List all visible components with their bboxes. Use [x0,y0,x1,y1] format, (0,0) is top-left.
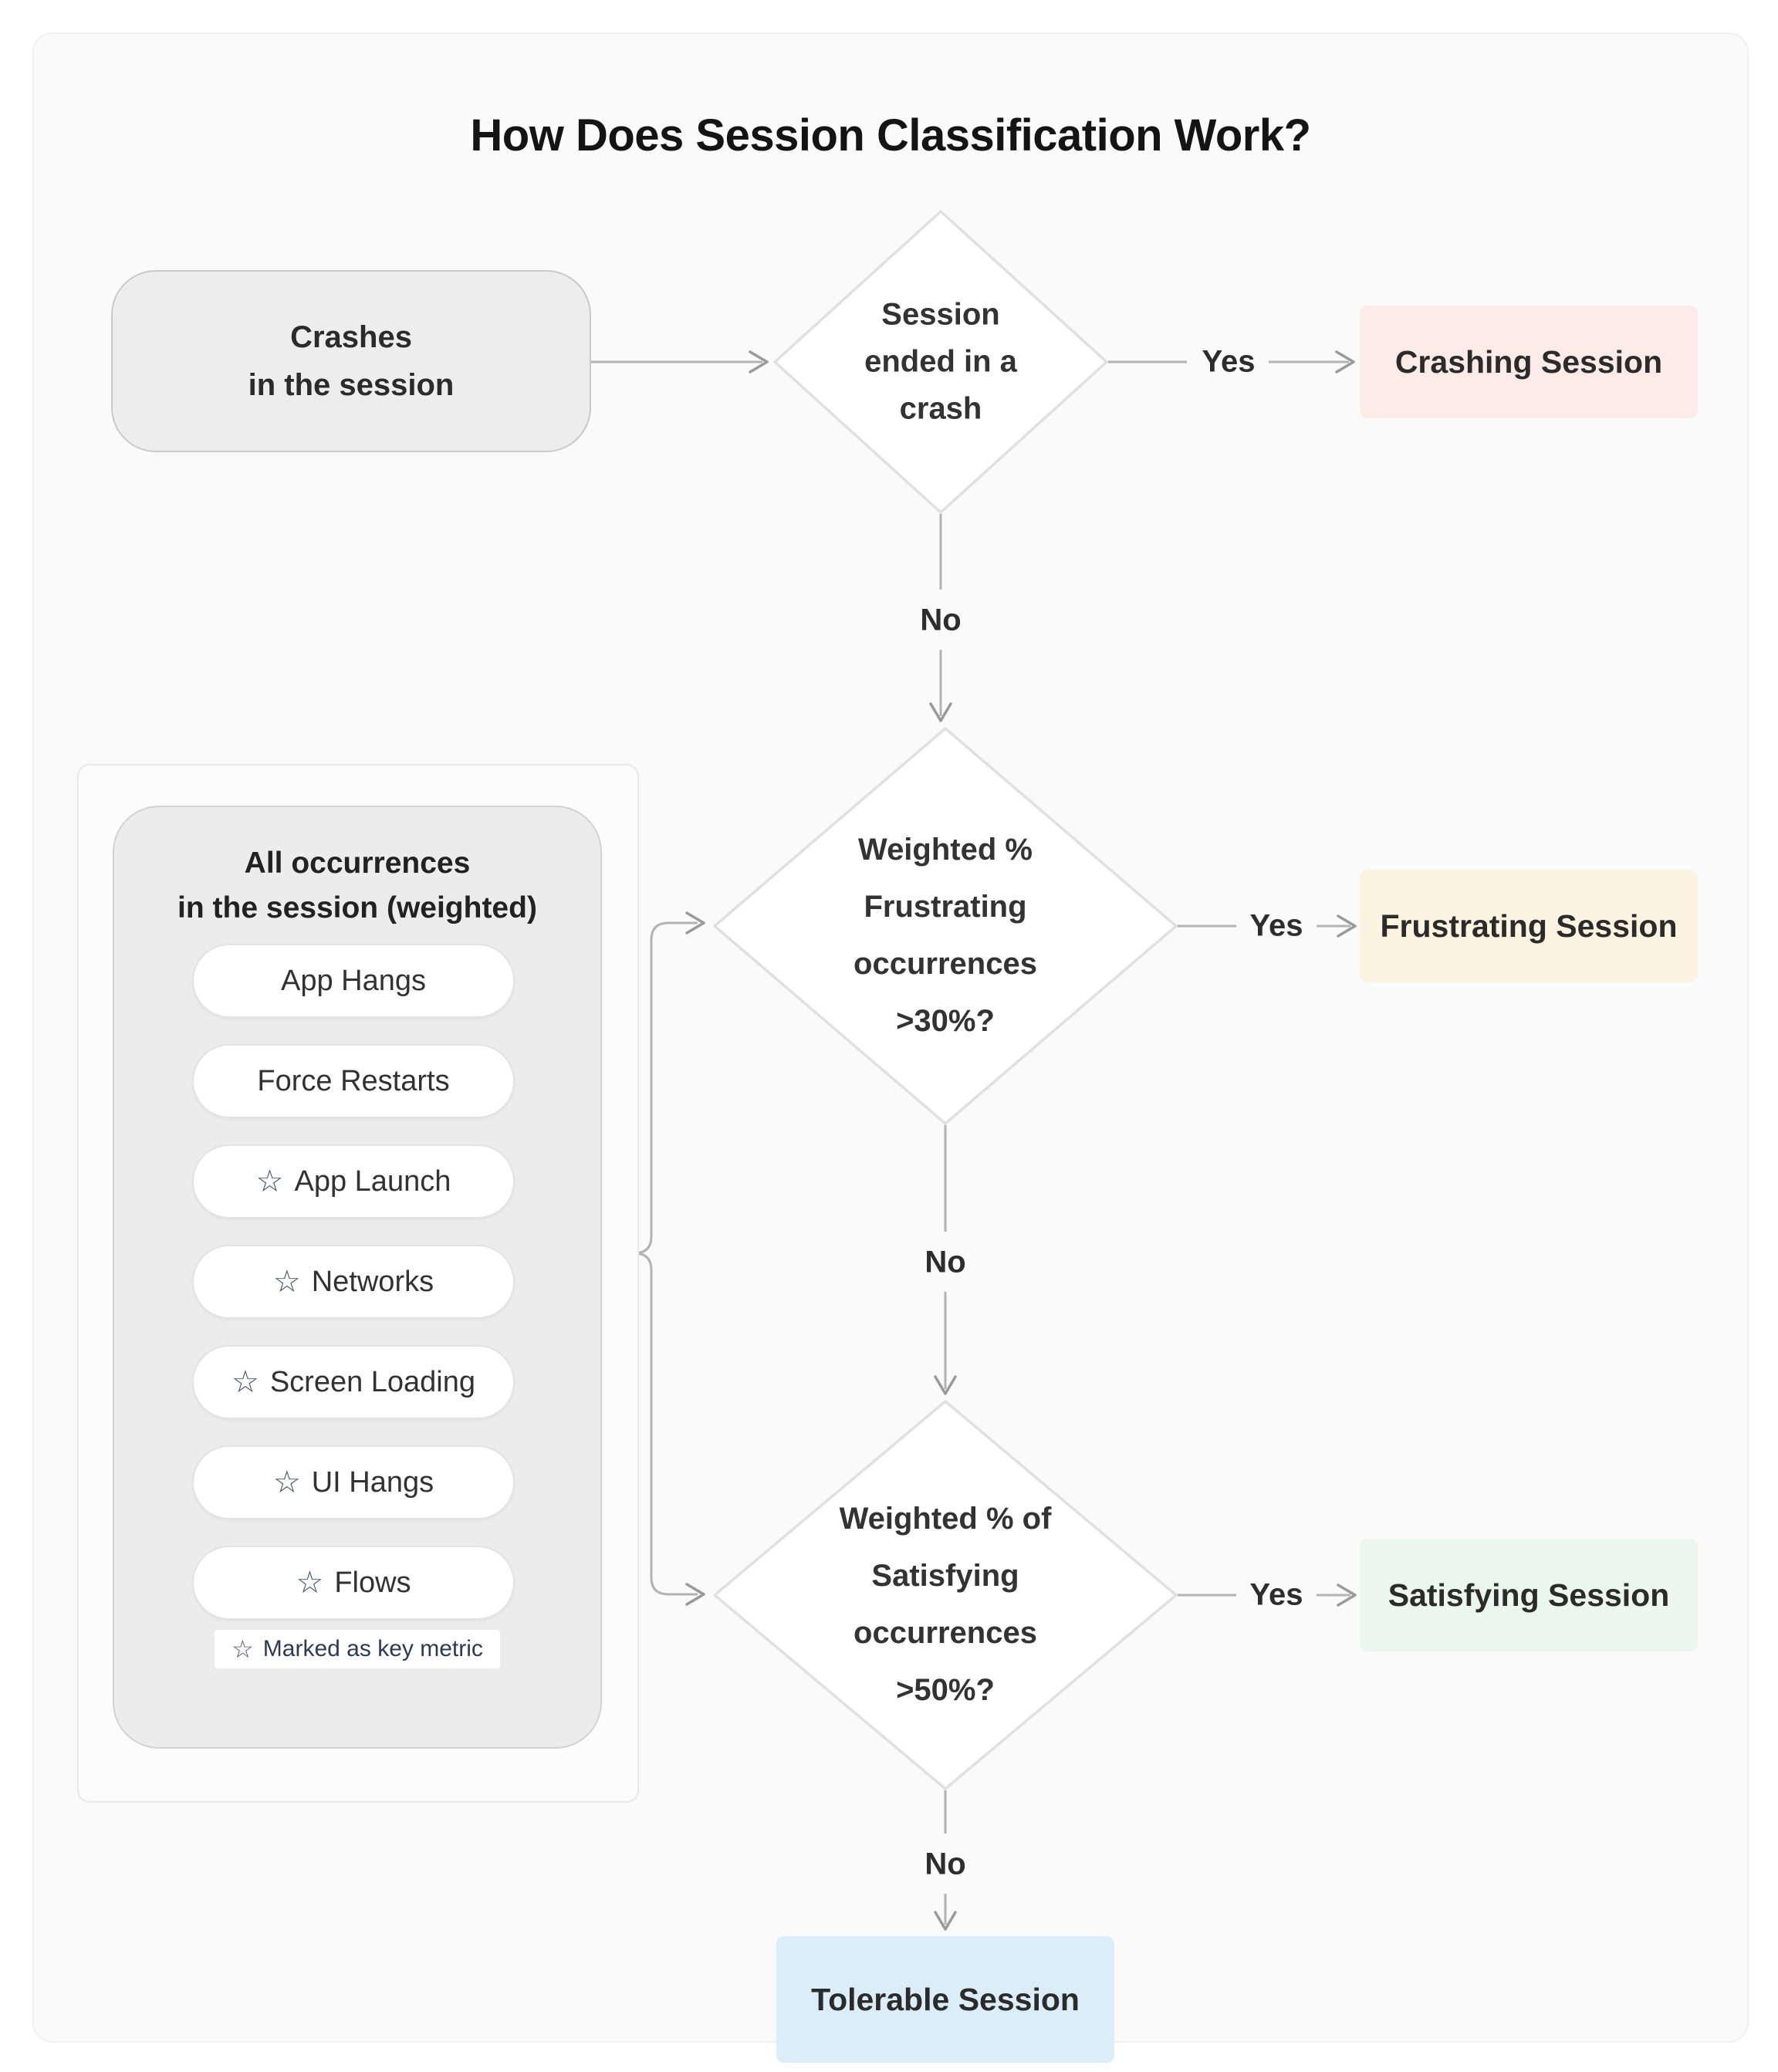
arrowhead-icon [749,350,769,374]
arrowhead-icon [1335,350,1355,374]
pill-app-launch-label: App Launch [294,1164,451,1198]
pill-app-hangs: App Hangs [192,944,515,1018]
arrowhead-icon [1337,914,1357,938]
occurrences-panel-header: All occurrences in the session (weighted… [114,841,600,931]
panel-header-line1: All occurrences [244,847,471,880]
page-title: How Does Session Classification Work? [470,110,1311,161]
node-frustrating-session: Frustrating Session [1360,870,1698,982]
label-yes-satisfying: Yes [1249,1577,1303,1612]
label-no-crash: No [920,603,962,637]
pill-networks: ☆ Networks [192,1245,515,1319]
key-metric-legend-label: Marked as key metric [262,1636,483,1661]
star-icon: ☆ [231,1365,259,1399]
pill-ui-hangs-label: UI Hangs [311,1465,434,1499]
connector-layer [590,210,1357,1931]
decision-frustrating-line1: Weighted % [858,833,1033,867]
occurrences-panel-inner: All occurrences in the session (weighted… [113,806,602,1749]
decision-frustrating-line2: Frustrating [864,890,1027,924]
label-yes-crash: Yes [1202,344,1256,379]
decision-crash-shape [773,210,1108,514]
arrowhead-icon [1337,1584,1357,1607]
pill-flows: ☆ Flows [192,1546,515,1620]
decision-crash-line1: Session [881,297,1000,332]
pill-force-restarts: Force Restarts [192,1044,515,1118]
decision-satisfying-text: Weighted % of Satisfying occurrences >50… [760,1490,1131,1719]
edge-panel-to-frustrating-decision [593,921,698,1255]
pill-app-hangs-label: App Hangs [280,964,426,997]
decision-crash-line3: crash [899,391,982,426]
pill-app-launch: ☆ App Launch [192,1144,515,1219]
decision-satisfying-line4: >50%? [896,1673,995,1707]
star-icon: ☆ [255,1164,284,1198]
decision-crash-text: Session ended in a crash [755,292,1126,433]
label-no-satisfying: No [924,1847,966,1881]
decision-satisfying-line1: Weighted % of [839,1502,1052,1536]
star-icon: ☆ [232,1635,254,1663]
node-crashing-session: Crashing Session [1360,306,1698,418]
node-crashes-line2: in the session [248,368,455,402]
star-icon: ☆ [296,1566,324,1600]
label-no-frustrating: No [924,1245,966,1279]
pill-networks-label: Networks [311,1265,434,1298]
node-crashes-line1: Crashes [290,320,412,354]
node-satisfying-session: Satisfying Session [1360,1539,1698,1651]
decision-frustrating-shape [713,727,1178,1125]
arrowhead-icon [685,1583,705,1606]
decision-satisfying-line3: occurrences [854,1616,1037,1650]
panel-header-line2: in the session (weighted) [177,891,537,924]
diagram-card: How Does Session Classification Work? [32,32,1749,2063]
star-icon: ☆ [272,1465,301,1499]
pill-force-restarts-label: Force Restarts [257,1064,450,1097]
decision-satisfying-line2: Satisfying [871,1559,1019,1593]
pill-flows-label: Flows [334,1566,411,1599]
pill-screen-loading-label: Screen Loading [269,1365,476,1398]
decision-satisfying-shape [713,1400,1178,1790]
decision-frustrating-text: Weighted % Frustrating occurrences >30%? [760,821,1131,1050]
key-metric-legend: ☆ Marked as key metric [215,1630,500,1668]
pill-ui-hangs: ☆ UI Hangs [192,1445,515,1519]
arrowhead-icon [685,911,705,935]
star-icon: ☆ [272,1265,301,1299]
decision-frustrating-line4: >30%? [896,1004,995,1038]
edge-panel-to-satisfying-decision [593,1252,698,1596]
arrowhead-icon [934,1911,957,1931]
node-tolerable-session: Tolerable Session [776,1936,1114,2063]
label-yes-frustrating: Yes [1249,908,1303,943]
decision-frustrating-line3: occurrences [854,947,1037,981]
node-crashes-in-session: Crashes in the session [111,270,591,452]
arrowhead-icon [929,702,952,722]
pill-screen-loading: ☆ Screen Loading [192,1345,515,1419]
arrowhead-icon [934,1375,957,1395]
decision-crash-line2: ended in a [864,344,1017,379]
